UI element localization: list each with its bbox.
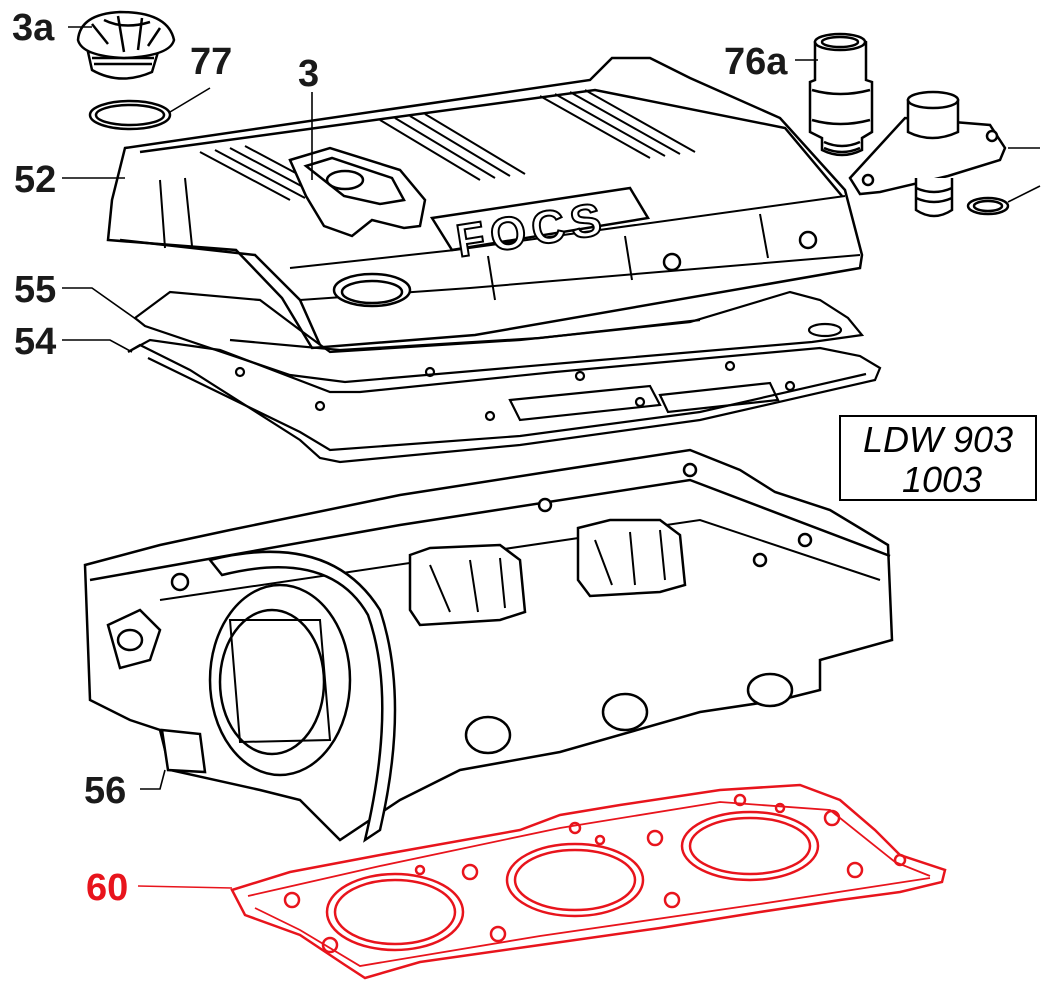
- part-breather-flange: [848, 90, 1010, 218]
- leader-55: [62, 287, 141, 323]
- part-cylinder-head: [83, 448, 894, 843]
- part-head-gasket-60: [230, 783, 947, 980]
- part-o-ring-77: [88, 99, 172, 131]
- model-line-1: LDW 903: [863, 419, 1013, 460]
- callout-54: 54: [14, 321, 56, 363]
- model-line-2: 1003: [902, 459, 982, 500]
- callout-52: 52: [14, 159, 56, 201]
- callout-3: 3: [298, 53, 319, 95]
- callout-76a: 76a: [724, 41, 788, 83]
- callout-77: 77: [190, 41, 232, 83]
- part-gasket-54: [127, 338, 882, 464]
- part-filler-neck-3: [288, 146, 427, 238]
- leader-54: [62, 339, 133, 353]
- leader-flange-ring: [1007, 185, 1041, 203]
- leader-60: [137, 885, 233, 889]
- callout-55: 55: [14, 269, 56, 311]
- part-rocker-cover: [106, 56, 864, 350]
- callout-60: 60: [86, 867, 128, 909]
- leader-77: [169, 87, 211, 113]
- callout-56: 56: [84, 770, 126, 812]
- leader-lines: [62, 26, 1041, 790]
- leader-56: [140, 769, 166, 790]
- callout-3a: 3a: [12, 7, 55, 49]
- part-gasket-55: [133, 290, 865, 384]
- model-box: LDW 903 1003: [839, 415, 1037, 501]
- part-breather-fitting-76a: [808, 32, 874, 157]
- part-oil-filler-cap: [76, 10, 176, 80]
